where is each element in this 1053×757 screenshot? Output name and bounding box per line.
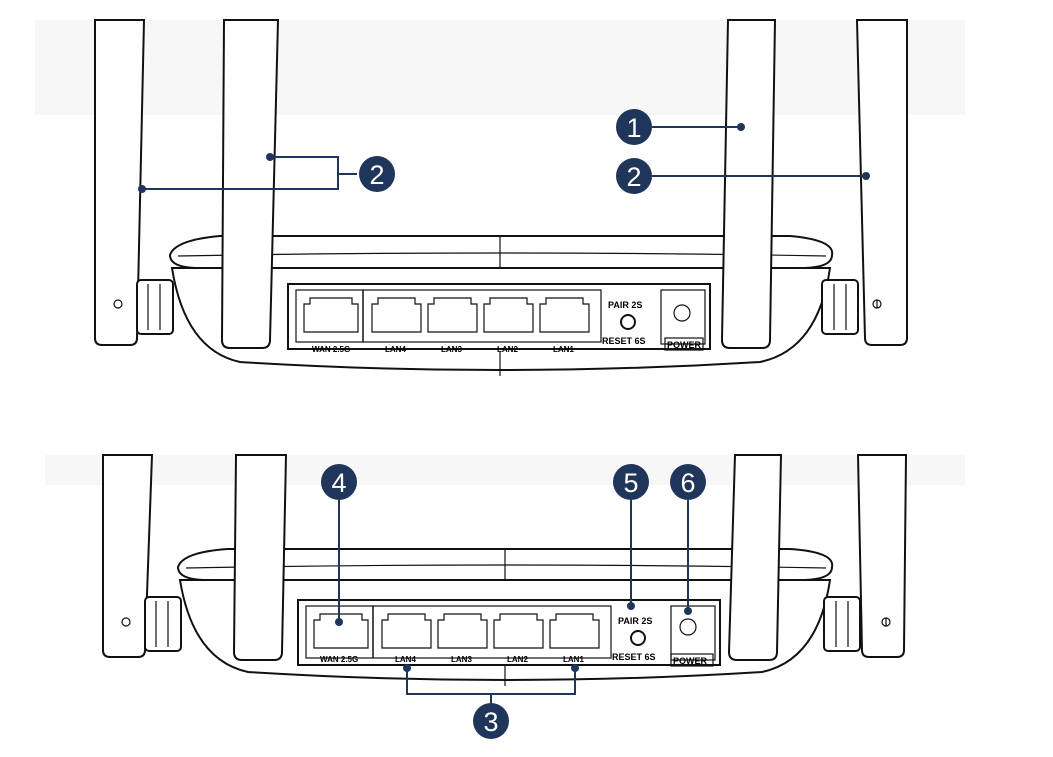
svg-text:1: 1: [626, 113, 641, 143]
wan-port-label: WAN 2.5G: [312, 345, 350, 354]
svg-text:4: 4: [331, 468, 346, 498]
callout-4: 4: [321, 464, 357, 626]
hinge-left: [113, 279, 174, 335]
svg-text:5: 5: [623, 468, 638, 498]
lan2-port-label: LAN2: [507, 655, 528, 664]
background-haze: [45, 455, 965, 485]
antenna-right-inner: [720, 19, 777, 349]
callout-5: 5: [613, 464, 649, 610]
callout-3: 3: [403, 664, 579, 739]
power-jack: [673, 304, 691, 322]
hinge-left: [121, 596, 182, 652]
router-view-bottom: WAN 2.5G LAN4 LAN3 LAN2 LAN1 PAIR 2S RES…: [45, 454, 965, 739]
lan3-port-label: LAN3: [451, 655, 472, 664]
antenna-right-outer: [856, 454, 908, 658]
lan1-port-label: LAN1: [553, 345, 574, 354]
callout-6: 6: [670, 464, 706, 615]
lan2-port-label: LAN2: [497, 345, 518, 354]
wan-port-label: WAN 2.5G: [320, 655, 358, 664]
router-view-top: WAN 2.5G LAN4 LAN3 LAN2 LAN1 PAIR 2S RES…: [35, 19, 965, 376]
pair-button-label: PAIR 2S: [618, 616, 652, 626]
pair-button-label: PAIR 2S: [608, 300, 642, 310]
svg-text:2: 2: [369, 160, 384, 190]
rj45-ports-top: [303, 297, 590, 333]
port-panel: [287, 283, 711, 350]
antenna-right-inner: [727, 454, 783, 661]
lan4-port-label: LAN4: [395, 655, 416, 664]
antenna-left-inner: [220, 19, 280, 349]
callout-1: 1: [616, 109, 745, 145]
svg-text:3: 3: [483, 707, 498, 737]
background-haze: [35, 20, 965, 115]
reset-button-label: RESET 6S: [602, 336, 646, 346]
lan3-port-label: LAN3: [441, 345, 462, 354]
lan1-port-label: LAN1: [563, 655, 584, 664]
power-jack: [679, 618, 697, 636]
callout-2-left: 2: [138, 153, 395, 193]
reset-button: [620, 314, 636, 330]
antenna-left-outer: [102, 454, 154, 658]
antenna-left-outer: [94, 19, 146, 346]
reset-button-label: RESET 6S: [612, 652, 656, 662]
power-label: POWER: [673, 656, 708, 666]
power-label: POWER: [667, 340, 702, 350]
svg-text:2: 2: [626, 162, 641, 192]
antenna-left-inner: [232, 454, 288, 661]
reset-button: [630, 630, 646, 646]
svg-text:6: 6: [680, 468, 695, 498]
callout-2-right: 2: [616, 158, 870, 194]
antenna-right-outer: [855, 19, 908, 346]
rj45-ports-bottom: [313, 613, 600, 649]
hinge-right: [821, 279, 882, 335]
lan4-port-label: LAN4: [385, 345, 406, 354]
hinge-right: [823, 596, 891, 652]
